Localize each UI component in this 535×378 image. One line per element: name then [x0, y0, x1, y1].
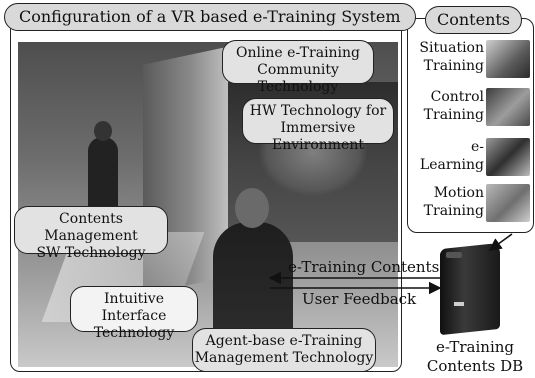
content-label-line: Situation: [419, 40, 484, 56]
online-training-callout: Online e-Training Community Technology: [222, 40, 374, 95]
system-configuration-title: Configuration of a VR based e-Training S…: [4, 3, 416, 31]
content-label-line: e-: [470, 139, 484, 155]
e-learning-photo-icon: [486, 138, 530, 176]
content-label-line: Training: [423, 58, 484, 74]
callout-line: HW Technology for: [249, 103, 387, 119]
server-tower-icon: [440, 242, 504, 336]
callout-line: Agent-base e-Training: [205, 333, 363, 349]
callout-line: SW Technology: [36, 245, 146, 261]
content-label-line: Training: [423, 203, 484, 219]
content-item-e-learning: e- Learning: [410, 134, 532, 178]
content-label: Situation Training: [412, 39, 484, 75]
agent-management-callout: Agent-base e-Training Management Technol…: [192, 328, 376, 372]
content-label-line: Training: [423, 107, 484, 123]
server-top-slot: [446, 252, 462, 258]
content-label-line: Learning: [419, 157, 484, 173]
contents-management-callout: Contents Management SW Technology: [14, 206, 168, 261]
user-feedback-flow-label: User Feedback: [302, 290, 417, 308]
content-label-line: Control: [430, 89, 484, 105]
content-label: Control Training: [412, 88, 484, 124]
content-item-situation-training: Situation Training: [410, 36, 532, 80]
hw-technology-callout: HW Technology for Immersive Environment: [242, 98, 394, 153]
callout-line: Community Technology: [257, 62, 339, 95]
callout-line: Immersive Environment: [272, 120, 364, 153]
e-training-contents-flow-label: e-Training Contents: [288, 258, 440, 276]
control-training-photo-icon: [486, 88, 530, 126]
motion-training-photo-icon: [486, 184, 530, 222]
situation-training-photo-icon: [486, 40, 530, 78]
callout-line: Intuitive Interface: [101, 291, 167, 324]
callout-line: Online e-Training: [235, 45, 361, 61]
callout-line: Management Technology: [194, 350, 374, 366]
content-label-line: Motion: [433, 185, 484, 201]
callout-line: Contents Management: [44, 211, 138, 244]
db-label-line: Contents DB: [426, 357, 524, 375]
db-label-line: e-Training: [435, 338, 515, 356]
contents-db-label: e-Training Contents DB: [420, 338, 530, 376]
server-indicator: [454, 302, 464, 306]
contents-title: Contents: [425, 6, 522, 34]
content-label: e- Learning: [412, 138, 484, 174]
intuitive-interface-callout: Intuitive Interface Technology: [70, 286, 198, 341]
callout-line: Technology: [93, 325, 175, 341]
content-label: Motion Training: [412, 184, 484, 220]
content-item-motion-training: Motion Training: [410, 180, 532, 224]
content-item-control-training: Control Training: [410, 84, 532, 128]
